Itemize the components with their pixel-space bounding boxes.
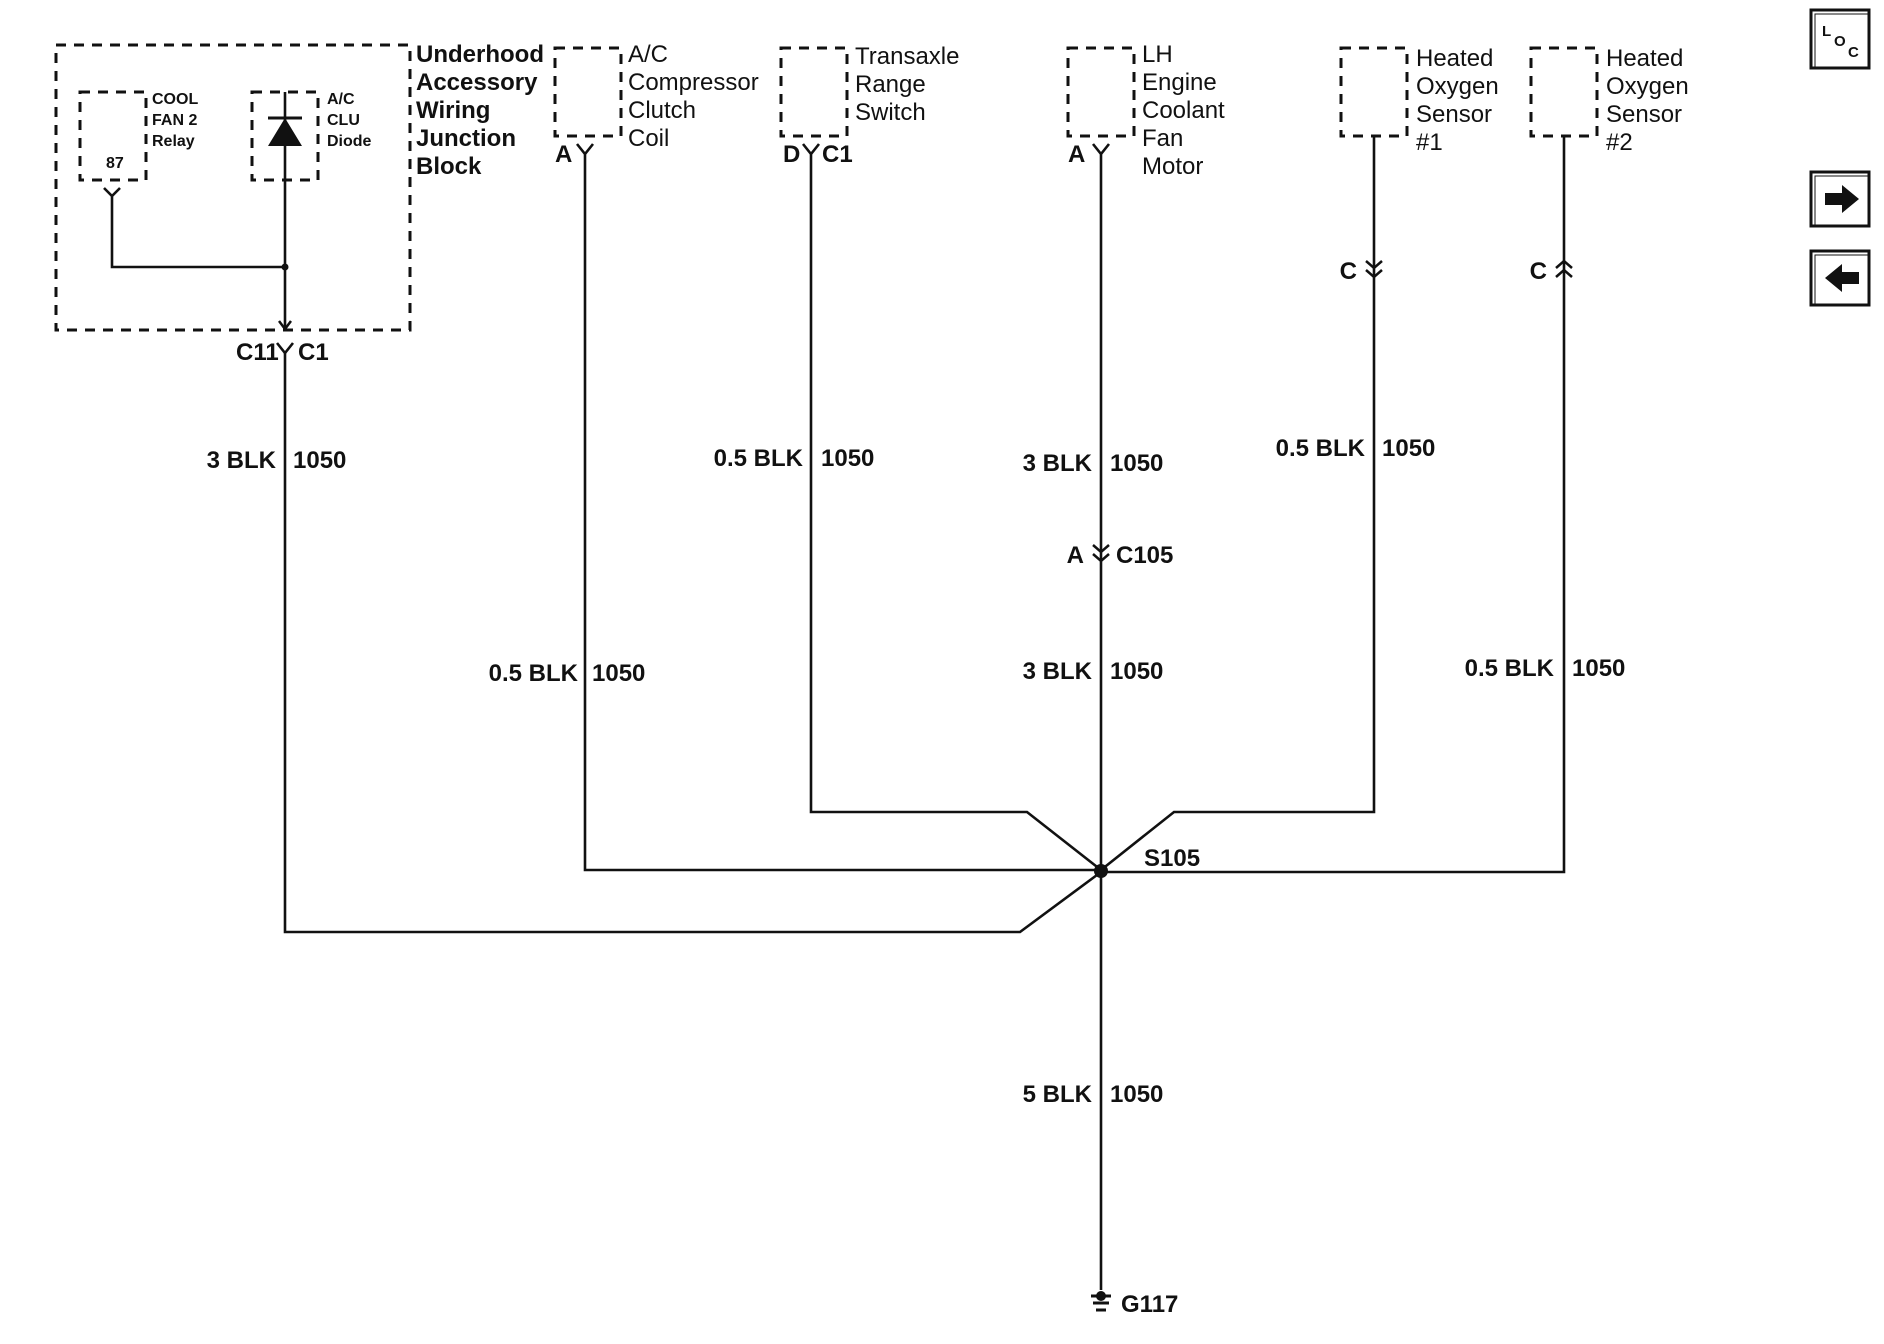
wire-fan-lower-circuit: 1050 bbox=[1110, 658, 1163, 685]
c105-pin: A bbox=[1067, 542, 1084, 569]
o2-sensor-2: Heated Oxygen Sensor #2 C 0.5 BLK 1050 bbox=[1101, 45, 1689, 874]
c105-connector: A C105 bbox=[1067, 542, 1174, 569]
wire-o2-2-circuit: 1050 bbox=[1572, 655, 1625, 682]
ac-clutch-pin: A bbox=[555, 141, 572, 168]
junction-block-label-2: Accessory bbox=[416, 69, 538, 96]
fan-motor-label-3: Coolant bbox=[1142, 97, 1225, 124]
wire-ac-clutch-circuit: 1050 bbox=[592, 660, 645, 687]
wire-fan-upper-circuit: 1050 bbox=[1110, 450, 1163, 477]
relay-label-1: COOL bbox=[152, 91, 198, 108]
wire-o2-2-gauge: 0.5 BLK bbox=[1465, 655, 1555, 682]
svg-text:L: L bbox=[1822, 23, 1831, 40]
wire-o2-1-gauge: 0.5 BLK bbox=[1276, 435, 1366, 462]
transaxle-label-2: Range bbox=[855, 71, 926, 98]
c105-label: C105 bbox=[1116, 542, 1173, 569]
splice-label: S105 bbox=[1144, 845, 1200, 872]
fan-motor-label-4: Fan bbox=[1142, 125, 1183, 152]
junction-block-label-1: Underhood bbox=[416, 41, 544, 68]
splice-dot-icon bbox=[1094, 864, 1108, 878]
wire-transaxle-gauge: 0.5 BLK bbox=[714, 445, 804, 472]
svg-text:C: C bbox=[1848, 44, 1859, 61]
ac-clutch-label-2: Compressor bbox=[628, 69, 759, 96]
relay-label-2: FAN 2 bbox=[152, 112, 197, 129]
wire-fan-lower-gauge: 3 BLK bbox=[1023, 658, 1093, 685]
o2-2-label-3: Sensor bbox=[1606, 101, 1682, 128]
o2-1-label-4: #1 bbox=[1416, 129, 1443, 156]
transaxle-pin: D bbox=[783, 141, 800, 168]
ac-clutch-label-3: Clutch bbox=[628, 97, 696, 124]
wire-jb-circuit: 1050 bbox=[293, 447, 346, 474]
o2-2-label-2: Oxygen bbox=[1606, 73, 1689, 100]
diode-label-1: A/C bbox=[327, 91, 355, 108]
o2-sensor-1: Heated Oxygen Sensor #1 C 0.5 BLK 1050 bbox=[1100, 45, 1499, 872]
o2-2-label-4: #2 bbox=[1606, 129, 1633, 156]
ground-icon bbox=[1091, 1291, 1111, 1312]
junction-block-label-3: Wiring bbox=[416, 97, 490, 124]
jb-connector-left: C11 bbox=[236, 339, 279, 366]
o2-2-connector-pin: C bbox=[1530, 258, 1547, 285]
diode-label-2: CLU bbox=[327, 112, 360, 129]
o2-1-connector bbox=[1365, 260, 1383, 279]
splice-s105: S105 bbox=[1094, 845, 1200, 878]
ground-label: G117 bbox=[1121, 1291, 1178, 1318]
wire-transaxle-circuit: 1050 bbox=[821, 445, 874, 472]
cool-fan-relay: COOL FAN 2 Relay 87 bbox=[78, 90, 285, 269]
transaxle-label-3: Switch bbox=[855, 99, 926, 126]
loc-button[interactable]: L O C bbox=[1809, 8, 1871, 70]
arrow-left-icon bbox=[1825, 264, 1859, 292]
wire-fan-upper-gauge: 3 BLK bbox=[1023, 450, 1093, 477]
wire-jb-gauge: 3 BLK bbox=[207, 447, 277, 474]
jb-connector-right: C1 bbox=[298, 339, 329, 366]
arrow-right-icon bbox=[1825, 185, 1859, 213]
ground-g117: G117 bbox=[1091, 1291, 1178, 1318]
junction-block: Underhood Accessory Wiring Junction Bloc… bbox=[54, 41, 544, 332]
wire-ground-gauge: 5 BLK bbox=[1023, 1081, 1093, 1108]
wire-jb: 3 BLK 1050 bbox=[207, 353, 1102, 934]
transaxle-switch: Transaxle Range Switch D C1 0.5 BLK 1050 bbox=[714, 43, 1102, 872]
wire-o2-1-circuit: 1050 bbox=[1382, 435, 1435, 462]
clu-diode: A/C CLU Diode bbox=[250, 90, 372, 332]
transaxle-connector: C1 bbox=[822, 141, 853, 168]
ac-clutch-label-1: A/C bbox=[628, 41, 668, 68]
wire-ground-circuit: 1050 bbox=[1110, 1081, 1163, 1108]
svg-text:O: O bbox=[1834, 33, 1846, 50]
loc-icon: L O C bbox=[1822, 23, 1859, 61]
fan-motor-label-1: LH bbox=[1142, 41, 1173, 68]
fan-motor-pin: A bbox=[1068, 141, 1085, 168]
transaxle-label-1: Transaxle bbox=[855, 43, 959, 70]
fan-motor-label-5: Motor bbox=[1142, 153, 1203, 180]
next-page-button[interactable] bbox=[1809, 170, 1871, 228]
relay-pin: 87 bbox=[106, 155, 124, 172]
o2-1-label-3: Sensor bbox=[1416, 101, 1492, 128]
o2-1-connector-pin: C bbox=[1340, 258, 1357, 285]
prev-page-button[interactable] bbox=[1809, 249, 1871, 307]
wire-ac-clutch-gauge: 0.5 BLK bbox=[489, 660, 579, 687]
jb-connector: C11 C1 bbox=[236, 339, 329, 366]
junction-block-label-4: Junction bbox=[416, 125, 516, 152]
fan-motor: LH Engine Coolant Fan Motor A 3 BLK 1050… bbox=[1023, 41, 1225, 1290]
o2-2-connector bbox=[1555, 259, 1573, 278]
ac-clutch: A/C Compressor Clutch Coil A 0.5 BLK 105… bbox=[489, 41, 1101, 872]
diode-label-3: Diode bbox=[327, 133, 372, 150]
o2-1-label-2: Oxygen bbox=[1416, 73, 1499, 100]
o2-1-label-1: Heated bbox=[1416, 45, 1493, 72]
junction-block-label-5: Block bbox=[416, 153, 482, 180]
diode-icon bbox=[268, 118, 302, 146]
ac-clutch-label-4: Coil bbox=[628, 125, 669, 152]
o2-2-label-1: Heated bbox=[1606, 45, 1683, 72]
fan-motor-label-2: Engine bbox=[1142, 69, 1217, 96]
wire-ground: 5 BLK 1050 bbox=[1023, 1081, 1164, 1108]
relay-label-3: Relay bbox=[152, 133, 195, 150]
